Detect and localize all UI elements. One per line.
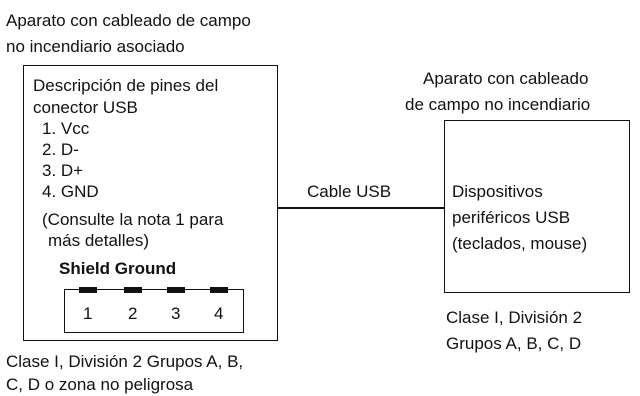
- right-apparatus-title-line2: de campo no incendiario: [405, 95, 591, 114]
- pin-item-2: 2. D-: [42, 140, 79, 159]
- usb-connector: [64, 289, 244, 333]
- left-classification-line2: C, D o zona no peligrosa: [6, 375, 194, 394]
- device-line1: Dispositivos: [452, 182, 543, 201]
- pin-item-3: 3. D+: [42, 161, 84, 180]
- right-classification-line1: Clase I, División 2: [446, 308, 583, 327]
- connector-pin-number-2: 2: [128, 304, 138, 323]
- left-apparatus-box: [23, 65, 278, 341]
- connector-pin-number-4: 4: [214, 304, 224, 323]
- right-apparatus-box: [444, 120, 630, 293]
- pin-item-1: 1. Vcc: [42, 119, 90, 138]
- pin-description-line2: conector USB: [33, 98, 138, 117]
- usb-cable-label: Cable USB: [307, 182, 392, 201]
- connector-pin-number-3: 3: [171, 304, 181, 323]
- right-classification-line2: Grupos A, B, C, D: [446, 334, 582, 353]
- left-apparatus-title-line1: Aparato con cableado de campo: [6, 11, 251, 30]
- right-apparatus-title-line1: Aparato con cableado: [423, 69, 589, 88]
- shield-ground-label: Shield Ground: [59, 259, 177, 278]
- pin-contact-1: [79, 287, 97, 293]
- pin-description-line1: Descripción de pines del: [33, 76, 219, 95]
- usb-cable-line: [278, 207, 444, 209]
- left-classification-line1: Clase I, División 2 Grupos A, B,: [6, 352, 244, 371]
- pin-contact-2: [124, 287, 142, 293]
- left-apparatus-title-line2: no incendiario asociado: [6, 37, 185, 56]
- note-line2: más detalles): [48, 231, 150, 250]
- pin-contact-4: [210, 287, 228, 293]
- connector-pin-number-1: 1: [83, 304, 93, 323]
- device-line2: periféricos USB: [452, 208, 571, 227]
- pin-contact-3: [167, 287, 185, 293]
- device-line3: (teclados, mouse): [452, 234, 588, 253]
- pin-item-4: 4. GND: [42, 182, 99, 201]
- note-line1: (Consulte la nota 1 para: [42, 210, 224, 229]
